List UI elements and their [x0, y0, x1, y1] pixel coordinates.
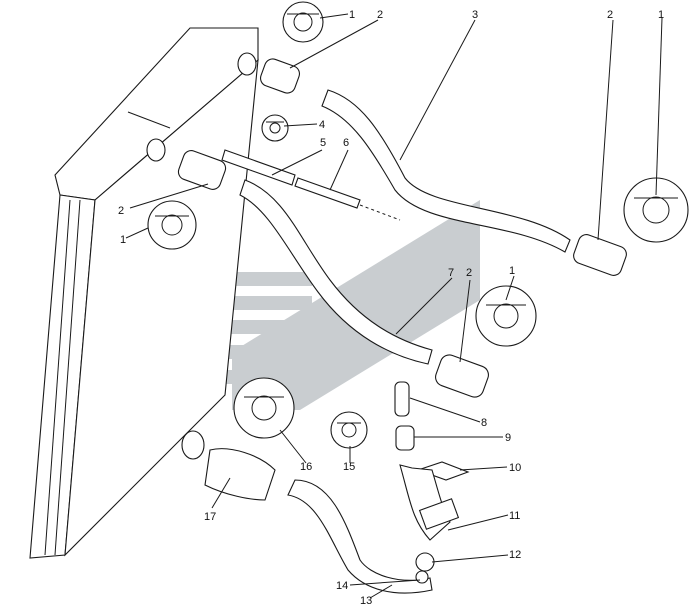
pipe-4 [221, 149, 296, 186]
callout-10: 10 [509, 462, 521, 474]
clamp-4 [261, 114, 289, 142]
leader-lines [125, 13, 663, 599]
callout-15: 15 [343, 461, 355, 473]
sleeve-2-right [573, 234, 627, 276]
callout-13: 13 [360, 595, 372, 607]
hose-7 [239, 179, 433, 365]
callout-1-top: 1 [349, 9, 355, 21]
sleeve-2-top [260, 58, 300, 94]
clamp-16 [233, 377, 295, 439]
callout-1-left: 1 [120, 234, 126, 246]
coupling-9 [395, 425, 415, 451]
callout-labels: 1 2 3 2 1 4 5 6 2 1 7 2 1 8 9 10 11 12 1… [118, 9, 664, 607]
callout-4: 4 [319, 119, 325, 131]
callout-3: 3 [472, 9, 478, 21]
gasket-10 [416, 461, 470, 481]
callout-7: 7 [448, 267, 454, 279]
callout-2-left: 2 [118, 205, 124, 217]
callout-1-middle: 1 [509, 265, 515, 277]
callout-17: 17 [204, 511, 216, 523]
rod-6 [294, 177, 361, 209]
clamp-15 [330, 411, 368, 449]
callout-1-right: 1 [658, 9, 664, 21]
clamp-1-middle [475, 285, 537, 347]
watermark-logo [212, 200, 480, 410]
callout-5: 5 [320, 137, 326, 149]
clamp-1-top [282, 1, 324, 43]
callout-16: 16 [300, 461, 312, 473]
callout-8: 8 [481, 417, 487, 429]
callout-11: 11 [509, 510, 520, 522]
fitting-14 [415, 570, 429, 584]
callout-9: 9 [505, 432, 511, 444]
clamp-1-left [147, 200, 197, 250]
sleeve-2-lower [435, 354, 489, 398]
flange-11 [418, 498, 460, 530]
tee-12 [415, 552, 435, 572]
hose-17 [204, 448, 276, 501]
hose-13 [287, 479, 433, 594]
callout-14: 14 [336, 580, 348, 592]
sleeve-2-left [177, 150, 227, 190]
callout-2-top: 2 [377, 9, 383, 21]
callout-2-lower: 2 [466, 267, 472, 279]
hose-3 [321, 89, 571, 253]
callout-2-right: 2 [607, 9, 613, 21]
clamp-1-right [623, 177, 689, 243]
sleeve-8 [394, 381, 410, 417]
callout-6: 6 [343, 137, 349, 149]
callout-12: 12 [509, 549, 521, 561]
